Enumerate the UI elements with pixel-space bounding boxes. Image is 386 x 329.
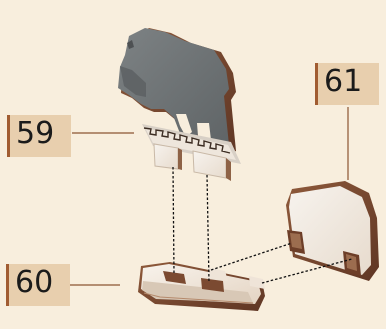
part-label-61: 61 — [315, 63, 379, 105]
part-number-59: 59 — [16, 116, 54, 151]
guide-right-vertical — [207, 175, 209, 282]
stand-left-tab-side — [178, 148, 182, 170]
guide-panel-left — [211, 243, 292, 270]
part-label-59: 59 — [7, 115, 71, 157]
guide-left-vertical — [173, 167, 174, 274]
stand-left-tab — [154, 144, 178, 169]
part-number-60: 60 — [15, 265, 53, 300]
part-number-61: 61 — [324, 64, 362, 99]
stand-right-tab-side — [226, 158, 231, 181]
part-61-panel — [286, 181, 379, 281]
part-label-60: 60 — [6, 264, 70, 306]
part-60-base — [138, 262, 265, 311]
